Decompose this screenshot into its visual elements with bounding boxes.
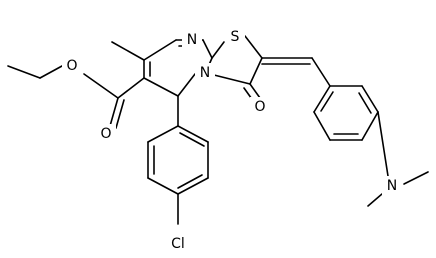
atom-n-ring-label: N xyxy=(200,65,210,81)
atom-s-bg xyxy=(225,27,245,47)
bond-o-ch2 xyxy=(39,65,63,79)
atom-o-ester-carbonyl: O xyxy=(96,124,116,144)
bond-c6-cester xyxy=(117,77,145,99)
atom-n-amine-bg xyxy=(382,176,402,196)
atom-o-ester-carbonyl-bg xyxy=(96,124,116,144)
bond-cester-o-double-inner xyxy=(115,99,125,129)
bond-cester-o-double xyxy=(109,97,119,127)
atom-s: S xyxy=(225,27,245,47)
atom-n-top-label: N xyxy=(187,32,197,48)
bond-cester-o-ether xyxy=(83,73,119,99)
atom-o-ketone-label: O xyxy=(254,99,265,115)
bond-c3-n4 xyxy=(209,73,251,85)
bond-ar2-5 xyxy=(313,111,331,141)
bond-ar1-6 xyxy=(147,125,179,143)
bond-ar1-3 xyxy=(177,177,209,195)
atom-cl-label: Cl xyxy=(171,236,185,252)
atom-o-ester-ether-label: O xyxy=(66,58,77,74)
bond-ar2-6-inner xyxy=(320,91,334,112)
bond-s-c2 xyxy=(244,35,263,59)
bond-ar1-4 xyxy=(147,177,179,195)
bond-ar2-3 xyxy=(361,111,379,141)
atom-cl-bg xyxy=(166,234,192,254)
atom-n-amine-label: N xyxy=(387,178,397,194)
bond-n4-c5 xyxy=(177,73,196,97)
atom-n-ring-bg xyxy=(195,63,215,83)
bond-c7-methyl xyxy=(111,41,145,61)
atom-o-ketone: O xyxy=(250,97,270,117)
atom-o-ester-ether-bg xyxy=(62,56,82,76)
atom-n-top: N xyxy=(182,30,202,50)
atom-n-ring: N xyxy=(195,63,215,83)
bond-ar2-2 xyxy=(361,85,379,113)
bond-c2-c3 xyxy=(249,57,263,85)
atom-labels: N S N O O O Cl N xyxy=(62,27,402,254)
atom-cl: Cl xyxy=(166,234,192,254)
bond-c7-c8 xyxy=(143,39,177,61)
bond-ar1-3-inner xyxy=(177,174,203,189)
atom-o-ester-ether: O xyxy=(62,56,82,76)
bond-n-methyl-left xyxy=(367,193,383,207)
bond-c8a-s xyxy=(211,41,225,59)
atom-o-ketone-bg xyxy=(250,97,270,117)
bond-ch-ring xyxy=(311,57,331,87)
atom-o-ester-carbonyl-label: O xyxy=(100,126,111,142)
atom-s-label: S xyxy=(231,29,240,45)
bond-ar2-2-inner xyxy=(358,92,372,114)
bond-ar1-1 xyxy=(177,125,209,143)
bond-ch2-ch3 xyxy=(7,65,41,79)
atom-n-top-bg xyxy=(182,30,202,50)
bond-ar2-n xyxy=(377,111,389,177)
bond-ar1-1-inner xyxy=(179,132,205,147)
bond-c5-c6 xyxy=(143,77,179,97)
atom-n-amine: N xyxy=(382,176,402,196)
bonds xyxy=(7,35,429,225)
bond-n-c8a xyxy=(202,39,213,59)
bond-ar2-6 xyxy=(313,85,331,113)
bond-c3-o-double xyxy=(249,83,261,99)
bond-n-methyl-right xyxy=(403,171,429,185)
